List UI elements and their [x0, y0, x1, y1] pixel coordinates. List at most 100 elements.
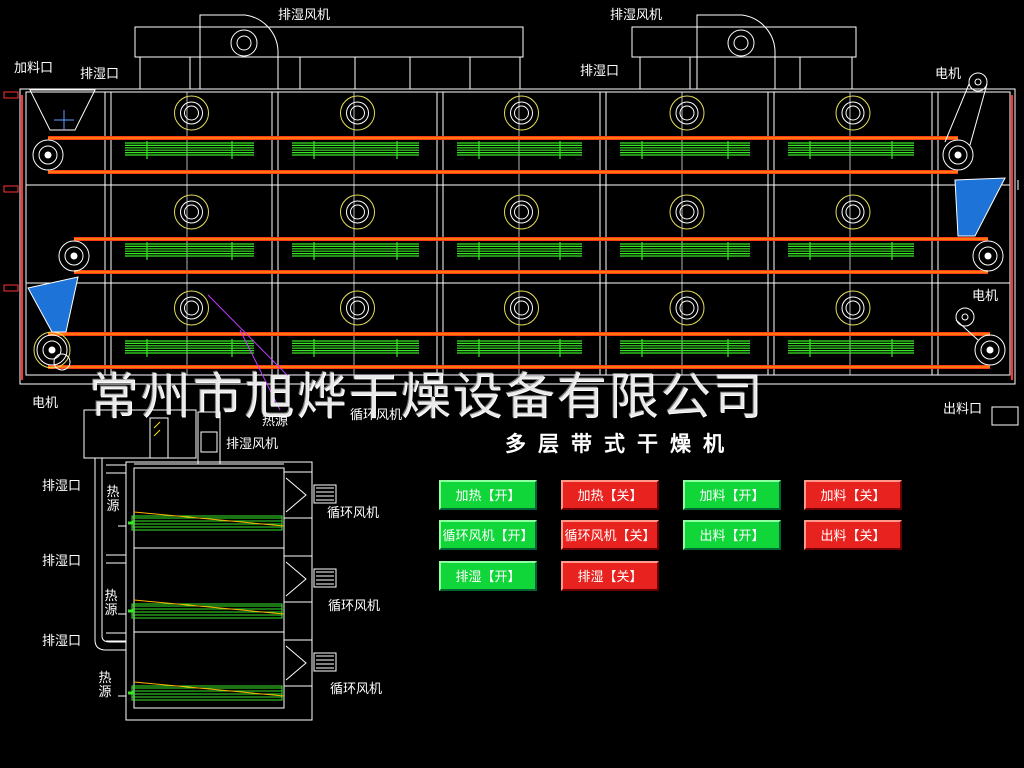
side-belt [133, 681, 285, 697]
circulation-fan-hub [510, 296, 533, 320]
heat-duct-line [207, 294, 291, 379]
drive-motor [53, 353, 71, 371]
heater-coil [292, 339, 419, 357]
label-heat-source-main: 热源 [262, 414, 289, 429]
circ-fan-on-button[interactable]: 循环风机【开】 [439, 520, 537, 550]
circulation-fan-core [184, 105, 199, 121]
label-exhaust-fan-top-left: 排湿风机 [278, 8, 331, 23]
heater-coil [125, 242, 254, 260]
circulation-fan-core [184, 204, 199, 220]
side-fitting [3, 91, 19, 99]
drive-motor-axle [974, 78, 982, 86]
heater-coil [788, 242, 914, 260]
feed-hopper [29, 89, 96, 131]
dryer-inner-wall [25, 91, 1011, 376]
belt-roller-axle [954, 151, 962, 159]
belt-roller-hub [42, 340, 62, 360]
side-circ-fan-blade [285, 477, 307, 513]
belt-roller-axle [48, 346, 56, 354]
circulation-fan-ring [340, 290, 375, 326]
circulation-fan-ring [504, 290, 539, 326]
label-motor-mid-right: 电机 [972, 289, 999, 304]
circulation-fan-ring [669, 290, 705, 326]
discharge-off-button[interactable]: 出料【关】 [804, 520, 902, 550]
belt-roller [58, 240, 90, 272]
side-belt [133, 511, 285, 527]
heater-coil [125, 339, 254, 357]
circulation-fan-hub [510, 200, 533, 224]
circulation-fan-core [514, 300, 529, 316]
circulation-fan-core [845, 105, 861, 121]
belt-roller-axle [44, 151, 52, 159]
label-motor-bottom-left: 电机 [32, 396, 59, 411]
circulation-fan-ring [835, 95, 871, 131]
indicator-tick [153, 429, 161, 437]
belt-roller [942, 139, 974, 171]
belt-roller-hub [64, 246, 84, 266]
label-side-circ-1: 循环风机 [327, 506, 380, 521]
label-side-circ-3: 循环风机 [330, 682, 383, 697]
label-side-heat-2: 热源 [104, 589, 118, 618]
belt-roller-axle [984, 252, 992, 260]
side-belt [133, 599, 285, 615]
side-dryer-view [83, 409, 337, 721]
circulation-fan-hub [675, 296, 699, 320]
label-side-exhaust-1: 排湿口 [42, 479, 82, 494]
circulation-fan-core [514, 105, 529, 121]
main-dryer-frame [3, 72, 1019, 426]
circulation-fan-ring [504, 194, 539, 230]
circulation-fan-hub [180, 200, 203, 224]
heater-coil [457, 141, 582, 159]
circulation-fan-ring [174, 194, 209, 230]
belt-roller [972, 240, 1004, 272]
heat-off-button[interactable]: 加热【关】 [561, 480, 659, 510]
motor-drive-belt [955, 319, 979, 341]
label-exhaust-port-left: 排湿口 [80, 67, 120, 82]
dryer-outer-wall [19, 88, 1016, 385]
circulation-fan-core [184, 300, 199, 316]
heater-coil [620, 339, 750, 357]
circulation-fan-ring [340, 194, 375, 230]
exhaust-on-button[interactable]: 排湿【开】 [439, 561, 537, 591]
circulation-fan-core [845, 204, 861, 220]
circ-fan-off-button[interactable]: 循环风机【关】 [561, 520, 659, 550]
side-circ-fan-motor [313, 652, 337, 672]
heat-duct-line [239, 329, 281, 411]
heater-coil [292, 141, 419, 159]
discharge-on-button[interactable]: 出料【开】 [683, 520, 781, 550]
circulation-fan-hub [675, 101, 699, 125]
exhaust-fan-housing-left [134, 14, 524, 90]
side-dryer-inner [133, 467, 285, 709]
page-title: 多层带式干燥机 [505, 432, 736, 456]
heater-coil [620, 242, 750, 260]
label-side-exhaust-3: 排湿口 [42, 634, 82, 649]
circulation-fan-ring [504, 95, 539, 131]
circulation-fan-hub [841, 200, 865, 224]
heat-on-button[interactable]: 加热【开】 [439, 480, 537, 510]
circulation-fan-core [679, 105, 695, 121]
label-side-circ-2: 循环风机 [328, 599, 381, 614]
heater-coil [788, 141, 914, 159]
label-side-heat-1: 热源 [106, 485, 120, 514]
circulation-fan-core [679, 300, 695, 316]
motor-drive-belt [969, 83, 988, 146]
circulation-fan-core [514, 204, 529, 220]
circulation-fan-ring [174, 290, 209, 326]
heater-coil [292, 242, 419, 260]
circulation-fan-hub [841, 101, 865, 125]
exhaust-off-button[interactable]: 排湿【关】 [561, 561, 659, 591]
feed-off-button[interactable]: 加料【关】 [804, 480, 902, 510]
side-circ-fan-housing [283, 555, 313, 603]
circulation-fan-core [350, 105, 365, 121]
heat-source-panel [149, 417, 169, 459]
label-exhaust-fan-side: 排湿风机 [226, 437, 279, 452]
belt-roller-hub [948, 145, 968, 165]
feed-on-button[interactable]: 加料【开】 [683, 480, 781, 510]
heater-coil [457, 242, 582, 260]
discharge-box [991, 406, 1019, 426]
circulation-fan-ring [174, 95, 209, 131]
side-fitting [3, 284, 19, 292]
circulation-fan-hub [841, 296, 865, 320]
belt-roller [974, 334, 1006, 366]
